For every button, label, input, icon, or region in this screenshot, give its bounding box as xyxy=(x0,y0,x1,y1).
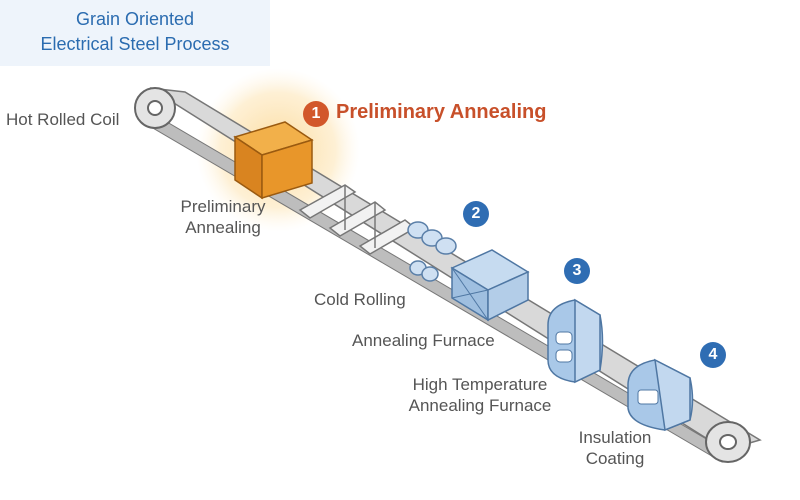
exit-coil-icon xyxy=(705,421,751,463)
label-high-temperature-line-1: High Temperature xyxy=(412,375,548,394)
label-annealing-furnace: Annealing Furnace xyxy=(352,331,495,350)
step-3-badge: 3 xyxy=(564,258,590,284)
label-hot-rolled-coil: Hot Rolled Coil xyxy=(6,110,120,129)
label-preliminary-annealing: Preliminary Annealing xyxy=(168,196,278,238)
step-4-badge: 4 xyxy=(700,342,726,368)
label-preliminary-annealing-line-1: Preliminary xyxy=(180,197,266,216)
title-panel: Grain Oriented Electrical Steel Process xyxy=(0,0,270,66)
label-preliminary-annealing-line-2: Annealing xyxy=(185,218,261,237)
label-high-temperature-line-2: Annealing Furnace xyxy=(408,396,552,415)
preliminary-annealing-box-icon xyxy=(233,121,314,200)
step-2-badge: 2 xyxy=(463,201,489,227)
label-insulation-coating: Insulation Coating xyxy=(560,427,670,469)
label-insulation-line-2: Coating xyxy=(585,449,645,468)
label-insulation-line-1: Insulation xyxy=(578,428,652,447)
label-high-temperature-furnace: High Temperature Annealing Furnace xyxy=(398,374,562,416)
title-line-1: Grain Oriented xyxy=(75,9,195,29)
label-cold-rolling: Cold Rolling xyxy=(314,290,406,309)
entry-coil-icon xyxy=(134,87,176,129)
step-1-badge: 1 xyxy=(303,101,329,127)
annealing-furnace-icon xyxy=(450,249,530,322)
highlighted-step-label: Preliminary Annealing xyxy=(336,101,547,123)
title-line-2: Electrical Steel Process xyxy=(40,34,230,54)
high-temperature-furnace-icon xyxy=(547,298,604,384)
cold-rolling-rolls-icon xyxy=(407,221,457,282)
strip-guides-icon xyxy=(298,184,417,255)
insulation-coating-icon xyxy=(627,358,694,432)
